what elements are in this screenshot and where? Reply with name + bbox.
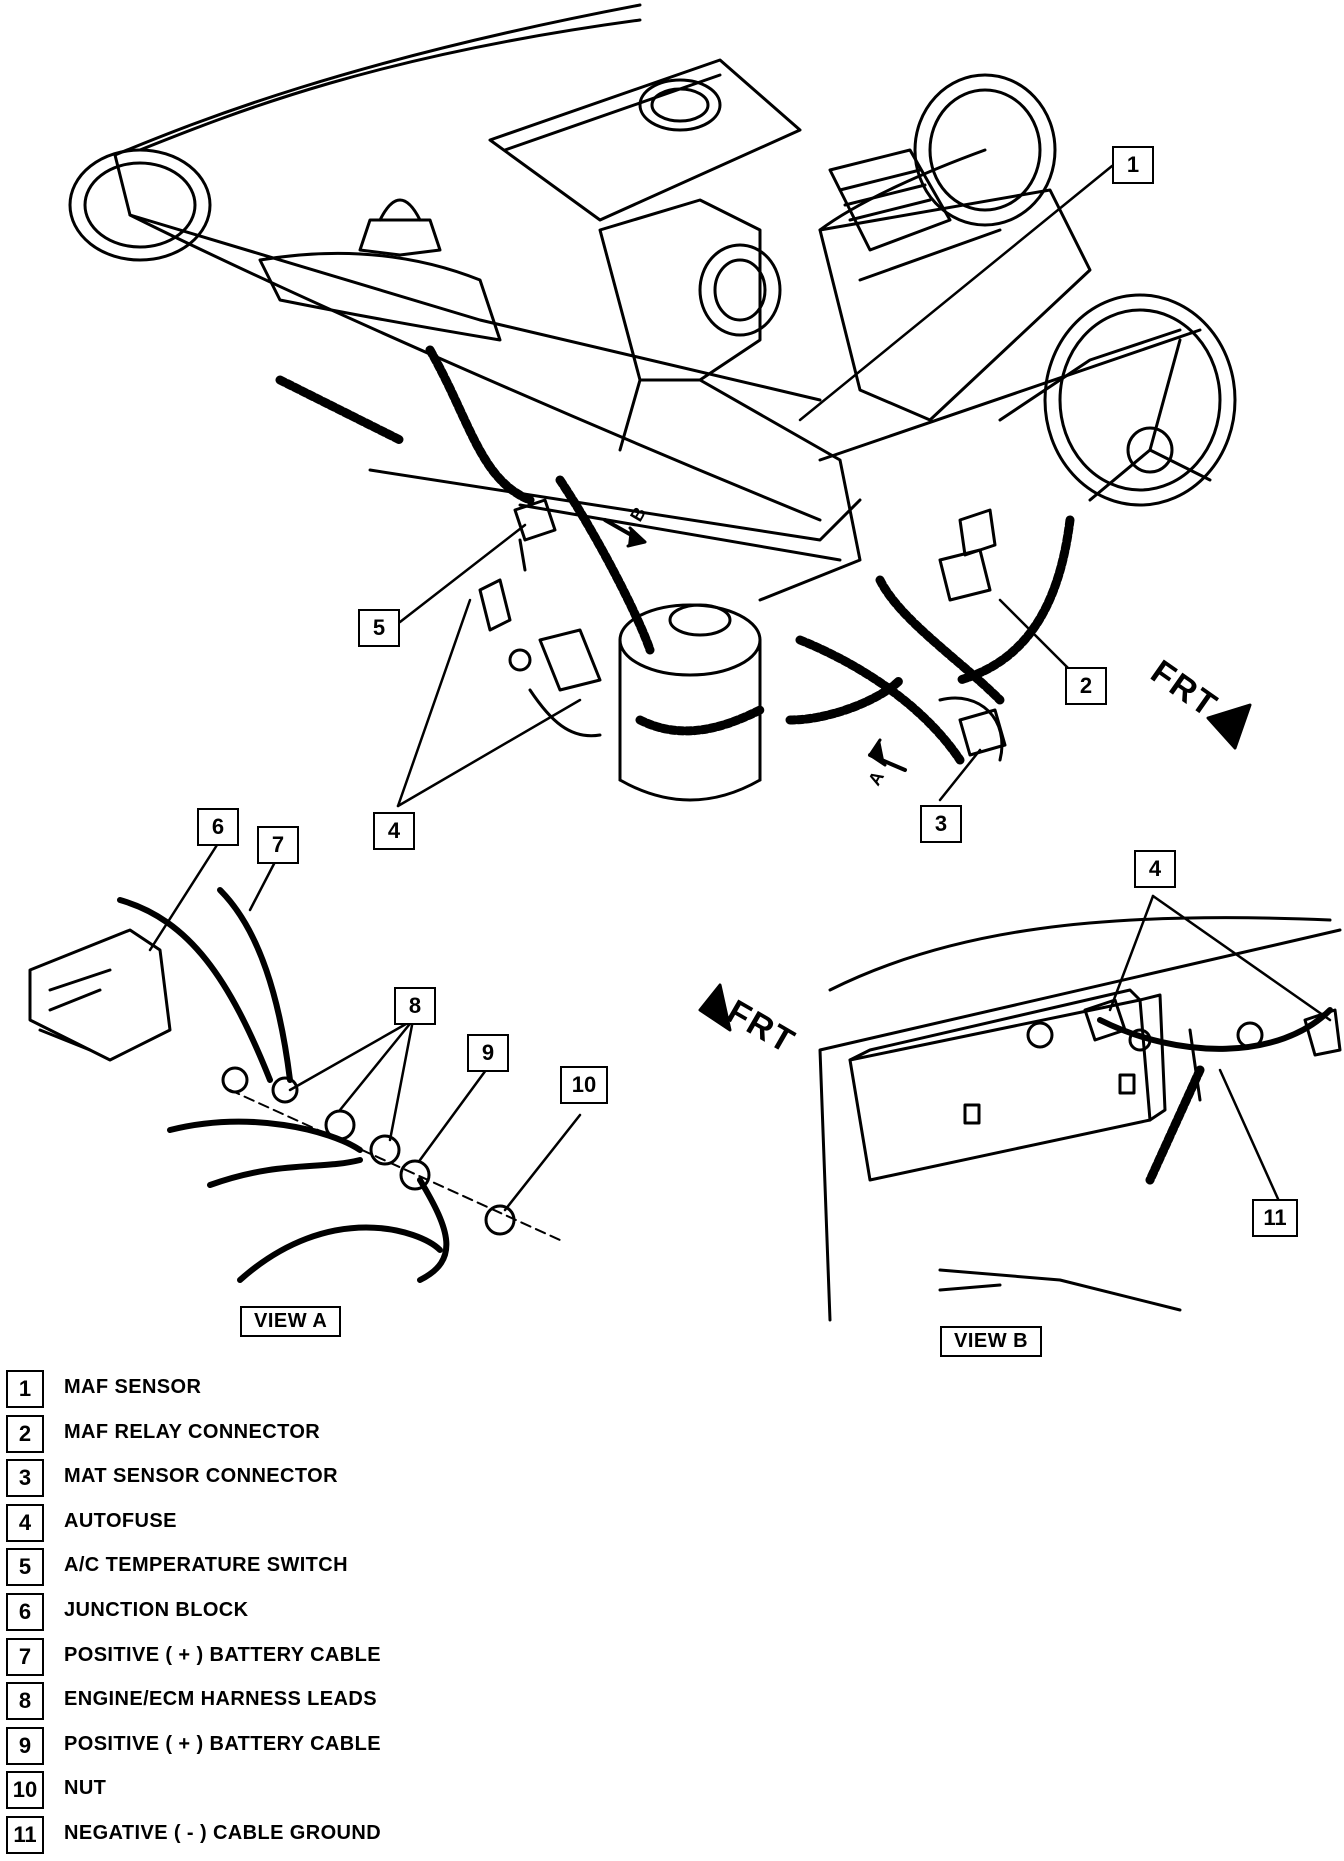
legend-number: 9 bbox=[6, 1726, 44, 1765]
legend-number: 1 bbox=[6, 1370, 44, 1408]
legend-row: 8 ENGINE/ECM HARNESS LEADS bbox=[6, 1682, 706, 1727]
legend-row: 11 NEGATIVE ( - ) CABLE GROUND bbox=[6, 1815, 706, 1861]
legend-row: 6 JUNCTION BLOCK bbox=[6, 1592, 706, 1638]
legend-row: 7 POSITIVE ( + ) BATTERY CABLE bbox=[6, 1637, 706, 1683]
frt-arrow-view-a bbox=[698, 983, 732, 1032]
callout-2: 2 bbox=[1065, 667, 1107, 705]
legend-number: 10 bbox=[6, 1771, 44, 1810]
legend-row: 5 A/C TEMPERATURE SWITCH bbox=[6, 1548, 706, 1593]
view-a-drawing bbox=[28, 887, 561, 1283]
legend-text: NEGATIVE ( - ) CABLE GROUND bbox=[64, 1821, 382, 1844]
legend-text: NUT bbox=[64, 1777, 107, 1800]
legend-text: MAF RELAY CONNECTOR bbox=[64, 1420, 321, 1443]
callout-3: 3 bbox=[920, 805, 962, 843]
callout-9: 9 bbox=[467, 1034, 509, 1072]
core-support bbox=[368, 328, 1202, 562]
legend-row: 1 MAF SENSOR bbox=[6, 1370, 706, 1415]
maf-relay-connector bbox=[938, 508, 997, 602]
callout-10: 10 bbox=[560, 1066, 608, 1104]
ac-temperature-switch bbox=[513, 498, 557, 572]
legend-number: 4 bbox=[6, 1503, 44, 1542]
callout-8: 8 bbox=[394, 987, 436, 1025]
legend-number: 3 bbox=[6, 1459, 44, 1498]
view-a-leader-lines bbox=[148, 843, 582, 1212]
frt-arrow-top bbox=[1206, 703, 1252, 750]
callout-6: 6 bbox=[197, 808, 239, 846]
parts-legend: 1 MAF SENSOR 2 MAF RELAY CONNECTOR 3 MAT… bbox=[6, 1370, 706, 1861]
legend-text: POSITIVE ( + ) BATTERY CABLE bbox=[64, 1732, 381, 1755]
legend-number: 7 bbox=[6, 1637, 44, 1676]
view-b-drawing bbox=[818, 916, 1342, 1322]
view-b-label: VIEW B bbox=[940, 1326, 1043, 1357]
legend-text: MAT SENSOR CONNECTOR bbox=[64, 1465, 338, 1488]
view-arrows bbox=[603, 518, 907, 772]
fender-outline bbox=[68, 3, 822, 522]
engine-leader-lines bbox=[396, 164, 1114, 808]
legend-text: AUTOFUSE bbox=[64, 1509, 177, 1532]
view-a-label: VIEW A bbox=[240, 1306, 342, 1337]
legend-text: ENGINE/ECM HARNESS LEADS bbox=[64, 1688, 377, 1711]
legend-row: 3 MAT SENSOR CONNECTOR bbox=[6, 1459, 706, 1504]
callout-4-view-b: 4 bbox=[1134, 850, 1176, 888]
legend-number: 6 bbox=[6, 1592, 44, 1631]
legend-text: MAF SENSOR bbox=[64, 1376, 202, 1398]
legend-number: 8 bbox=[6, 1682, 44, 1721]
callout-1: 1 bbox=[1112, 146, 1154, 184]
callout-11: 11 bbox=[1252, 1199, 1298, 1237]
legend-number: 11 bbox=[6, 1815, 44, 1854]
callout-4: 4 bbox=[373, 812, 415, 850]
legend-row: 4 AUTOFUSE bbox=[6, 1503, 706, 1549]
legend-text: POSITIVE ( + ) BATTERY CABLE bbox=[64, 1643, 381, 1666]
legend-number: 5 bbox=[6, 1548, 44, 1587]
fan-pulley bbox=[1043, 293, 1237, 507]
autofuse-cluster bbox=[478, 578, 602, 738]
legend-text: JUNCTION BLOCK bbox=[64, 1598, 249, 1621]
legend-text: A/C TEMPERATURE SWITCH bbox=[64, 1554, 348, 1577]
engine-compartment-diagram bbox=[28, 3, 1342, 1322]
mat-sensor-connector bbox=[938, 696, 1007, 762]
air-cleaner bbox=[488, 58, 1092, 422]
callout-5: 5 bbox=[358, 609, 400, 647]
legend-row: 9 POSITIVE ( + ) BATTERY CABLE bbox=[6, 1726, 706, 1772]
washer-reservoir bbox=[258, 198, 502, 342]
wiring-harness bbox=[275, 345, 1075, 765]
view-b-leader-lines bbox=[1108, 894, 1332, 1212]
callout-7: 7 bbox=[257, 826, 299, 864]
legend-row: 2 MAF RELAY CONNECTOR bbox=[6, 1414, 706, 1460]
canister bbox=[618, 603, 762, 802]
legend-row: 10 NUT bbox=[6, 1771, 706, 1816]
legend-number: 2 bbox=[6, 1414, 44, 1453]
